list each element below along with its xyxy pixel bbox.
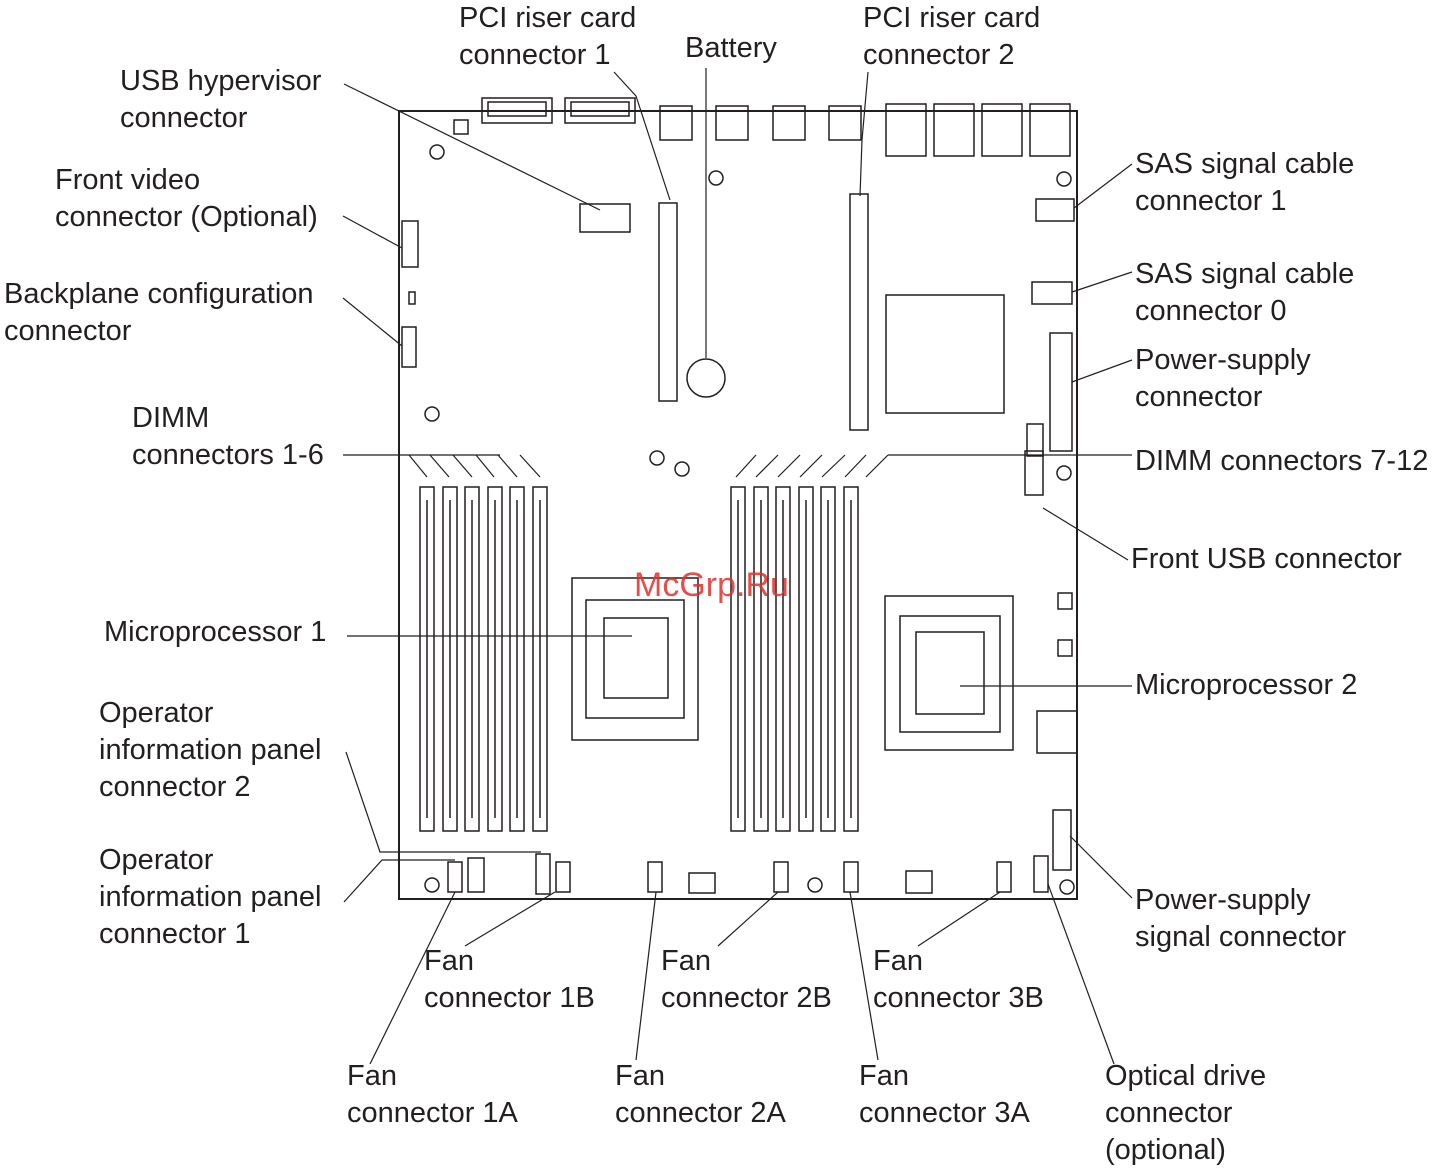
board-outline bbox=[398, 110, 1078, 900]
sas-connector-0 bbox=[1031, 281, 1073, 305]
dimm-slot-left-4 bbox=[487, 486, 503, 832]
battery bbox=[686, 358, 726, 398]
dimm-slot-left-2 bbox=[442, 486, 458, 832]
pci-riser-slot-1 bbox=[658, 202, 678, 402]
sas-connector-1 bbox=[1035, 198, 1075, 222]
backplane-config-connector bbox=[401, 326, 417, 368]
mounting-holes bbox=[424, 144, 1075, 895]
front-video-connector bbox=[401, 220, 419, 268]
chipset-heatsink bbox=[885, 294, 1005, 414]
label-microprocessor-1: Microprocessor 1 bbox=[104, 616, 327, 648]
label-microprocessor-2: Microprocessor 2 bbox=[1135, 669, 1358, 701]
dimm-slot-left-3 bbox=[464, 486, 480, 832]
optical-drive-connector bbox=[1033, 855, 1049, 893]
dimm-slot-right-5 bbox=[820, 486, 836, 832]
dimm-slot-left-6 bbox=[532, 486, 548, 832]
label-front-usb: Front USB connector bbox=[1131, 543, 1402, 575]
watermark: McGrp.Ru bbox=[634, 566, 789, 604]
label-dimm-7-12: DIMM connectors 7-12 bbox=[1135, 445, 1429, 477]
label-battery: Battery bbox=[685, 32, 777, 64]
front-usb-connector bbox=[1024, 450, 1044, 496]
dimm-slot-left-5 bbox=[509, 486, 525, 832]
power-supply-signal-connector bbox=[1052, 809, 1072, 871]
pci-riser-slot-2 bbox=[849, 193, 869, 431]
dimm-slot-right-6 bbox=[843, 486, 859, 832]
dimm-slot-right-1 bbox=[730, 486, 746, 832]
dimm-slot-right-3 bbox=[775, 486, 791, 832]
bottom-connectors bbox=[447, 853, 1012, 895]
microprocessor-1-socket bbox=[571, 577, 699, 741]
rear-io-connectors bbox=[453, 97, 1071, 157]
dimm-slot-left-1 bbox=[419, 486, 435, 832]
leader-lines bbox=[342, 68, 1133, 1065]
dimm-slot-right-2 bbox=[753, 486, 769, 832]
power-supply-connector bbox=[1049, 332, 1073, 452]
dimm-slot-right-4 bbox=[798, 486, 814, 832]
usb-hypervisor-connector bbox=[579, 203, 631, 233]
microprocessor-2-socket bbox=[884, 595, 1014, 751]
